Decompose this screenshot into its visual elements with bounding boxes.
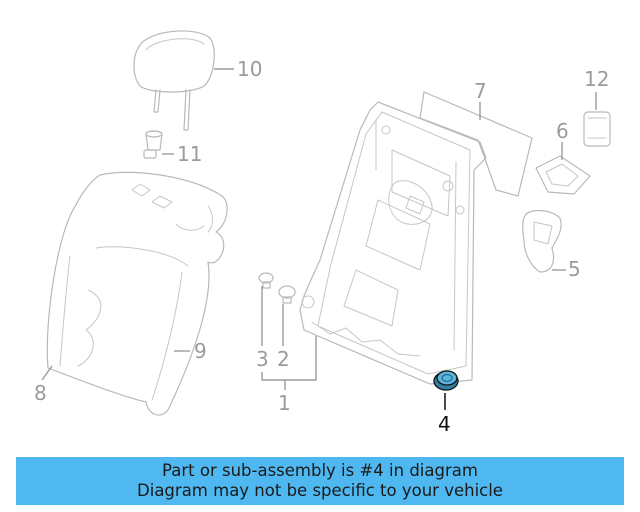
callout-8[interactable]: 8 (34, 381, 47, 405)
callout-9[interactable]: 9 (194, 339, 207, 363)
seat-back-panel-part[interactable] (419, 91, 533, 197)
callout-7[interactable]: 7 (474, 79, 487, 103)
exploded-seat-diagram: 10 11 9 8 (34, 30, 611, 436)
callout-1[interactable]: 1 (278, 391, 291, 415)
seat-latch-part[interactable] (522, 209, 562, 273)
seat-back-frame-part[interactable] (299, 101, 487, 385)
callout-12[interactable]: 12 (584, 67, 609, 91)
headrest-guide-part[interactable] (143, 130, 163, 159)
fitment-notice-banner: Part or sub-assembly is #4 in diagram Di… (16, 457, 624, 505)
bolt-part-2[interactable] (278, 285, 296, 304)
seat-back-cover-part[interactable] (46, 171, 228, 416)
callout-2[interactable]: 2 (277, 347, 290, 371)
callout-11[interactable]: 11 (177, 142, 202, 166)
release-bezel-part[interactable] (535, 155, 591, 195)
banner-line-1: Part or sub-assembly is #4 in diagram (162, 461, 478, 480)
callout-4[interactable]: 4 (438, 412, 451, 436)
highlighted-part-4[interactable] (433, 370, 459, 391)
banner-line-2: Diagram may not be specific to your vehi… (137, 481, 503, 500)
leader-line-1 (261, 336, 317, 381)
callout-10[interactable]: 10 (237, 57, 262, 81)
bolt-part-3[interactable] (258, 272, 274, 289)
callout-5[interactable]: 5 (568, 257, 581, 281)
cap-part[interactable] (583, 111, 611, 147)
headrest-part[interactable] (133, 30, 215, 131)
leader-line-8 (41, 365, 53, 381)
callout-6[interactable]: 6 (556, 119, 569, 143)
callout-3[interactable]: 3 (256, 347, 269, 371)
